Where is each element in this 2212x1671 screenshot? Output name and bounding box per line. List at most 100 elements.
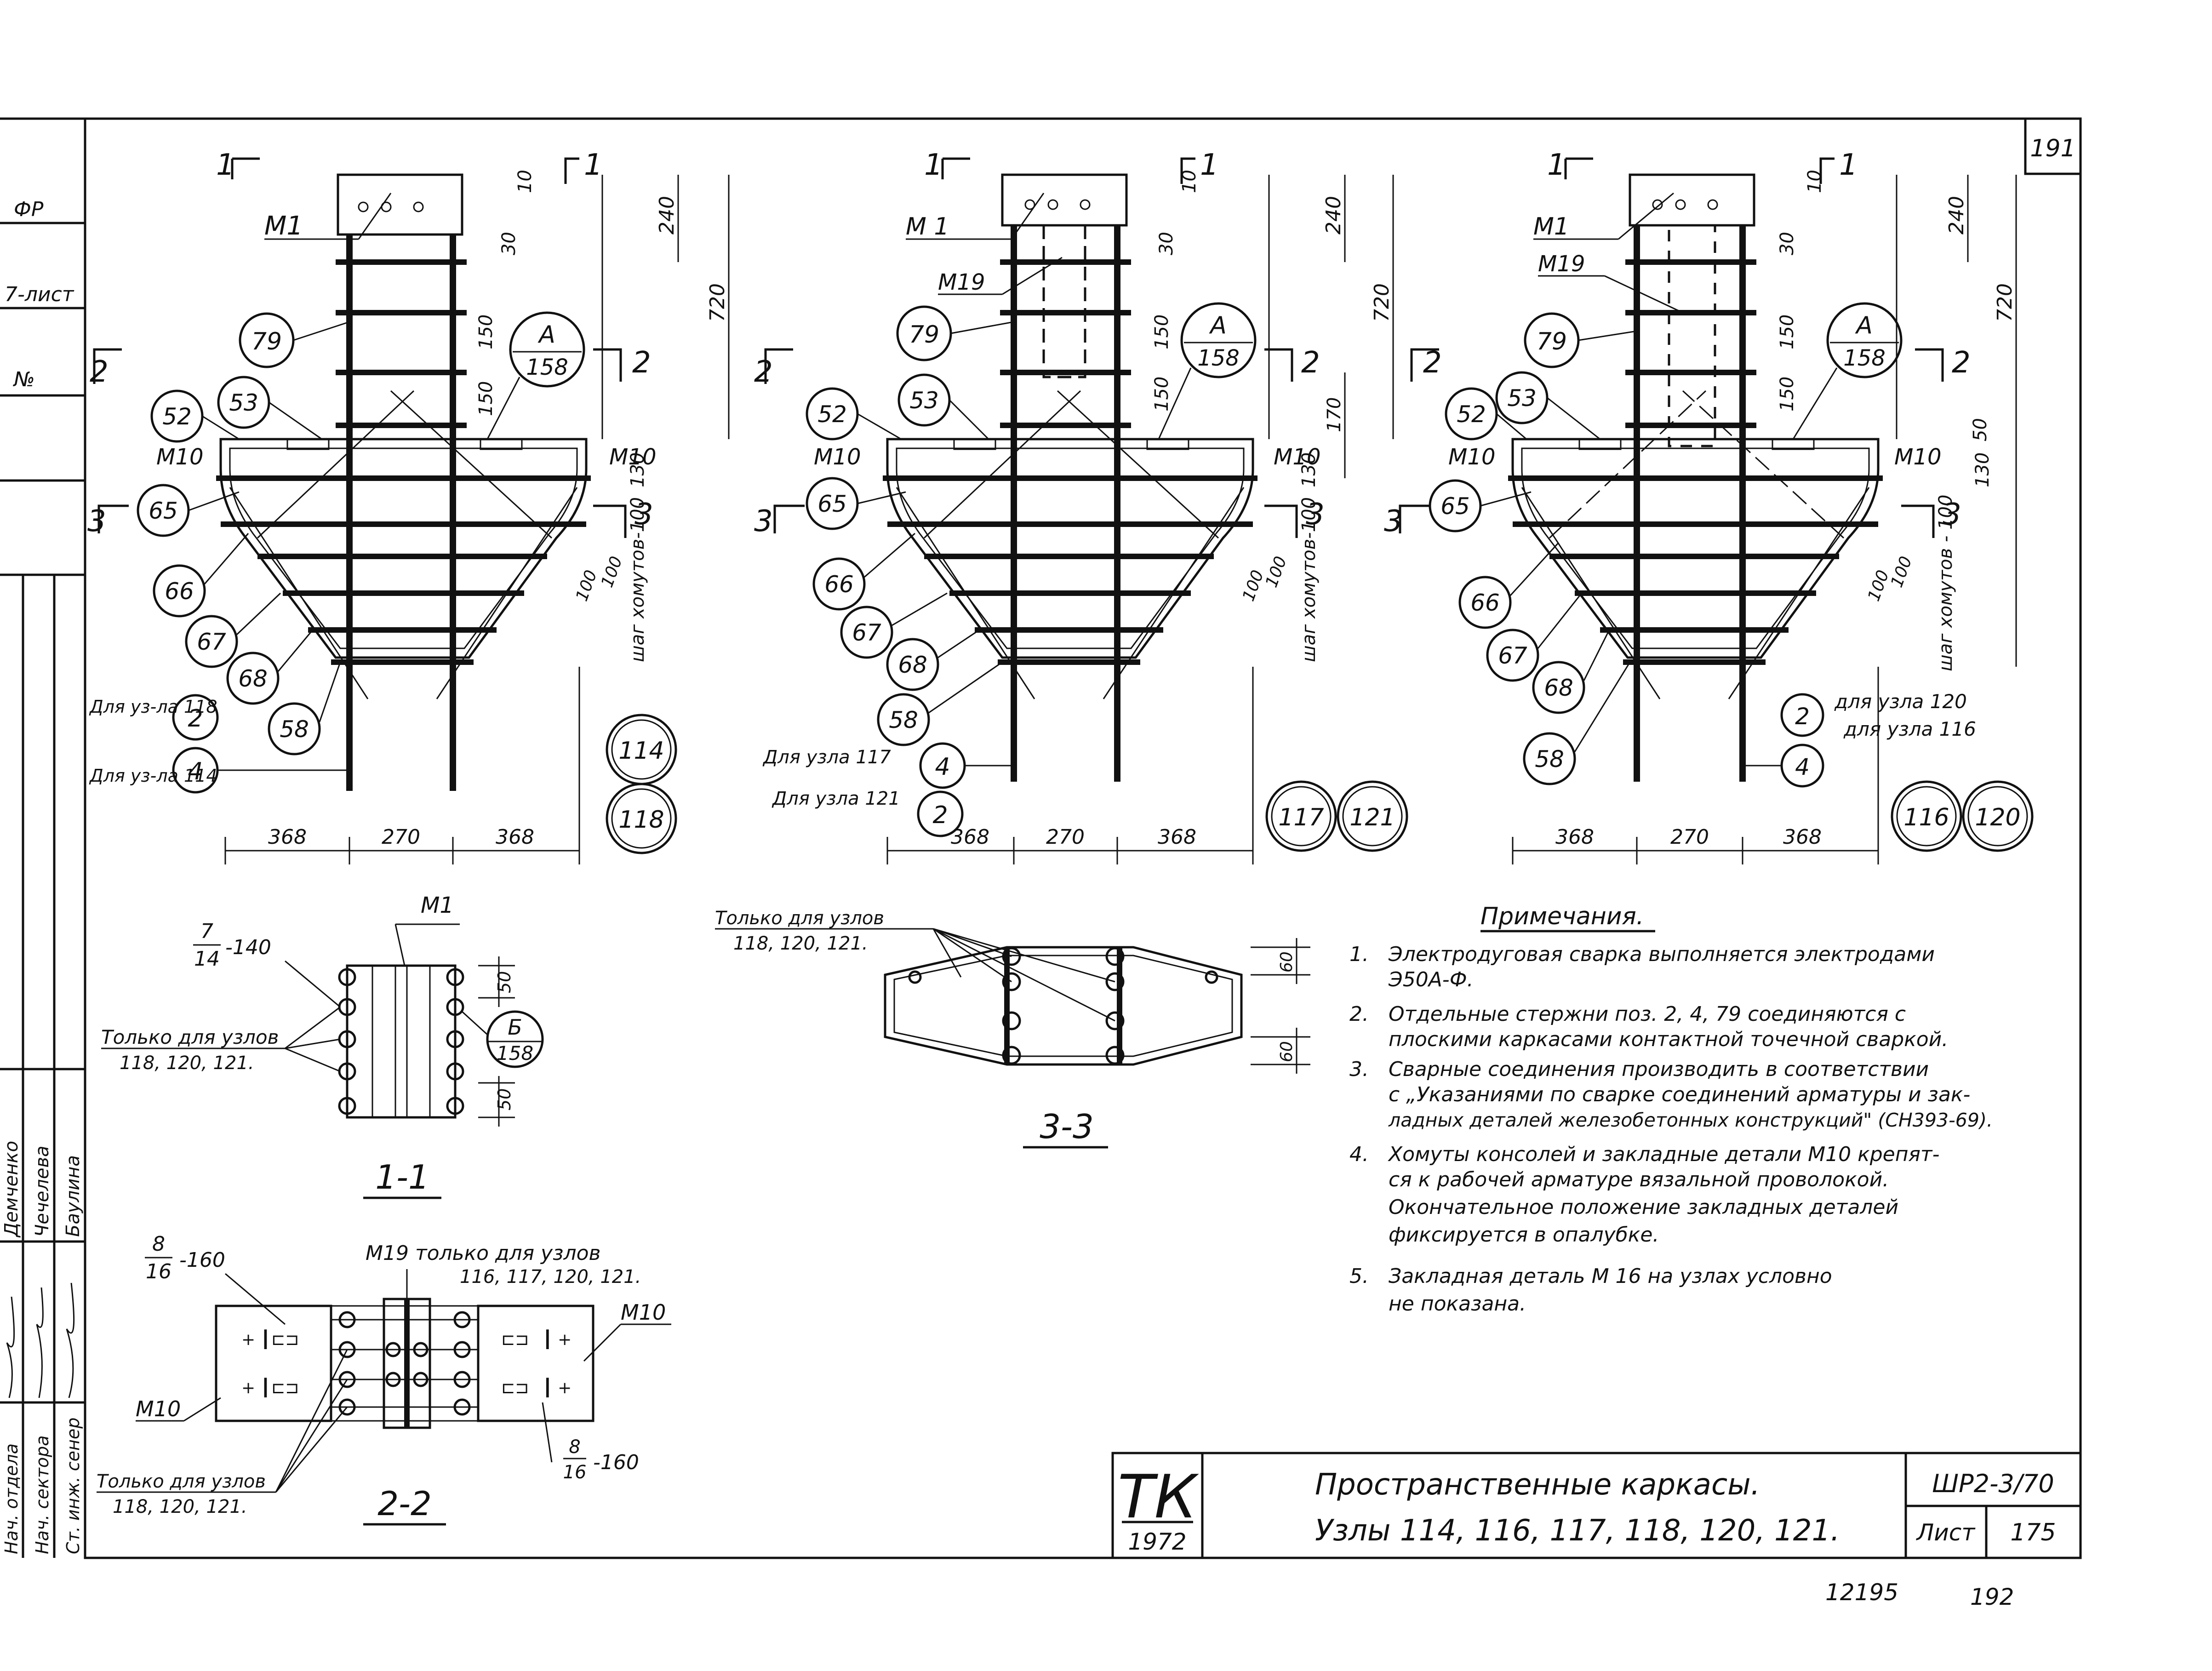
view-3-note-1-num: 2 [1780,693,1824,737]
svg-text:68: 68 [238,665,268,692]
view-3-dim-10: 10 [1804,170,1825,193]
view-1-dim-720: 720 [706,283,729,322]
note-5-num: 5. [1349,1265,1369,1288]
view-1-m10-right: M10 [609,444,657,470]
view-3-callout-79: 79 [1524,312,1637,368]
view-3-a-label: A [1855,312,1873,339]
svg-text:114: 114 [618,737,664,765]
view-2-note-1: Для узла 117 [762,747,891,768]
view-2-callout-67: 67 [840,592,948,659]
section-1-1-dim-50b: 50 [494,1088,514,1110]
note-5-line-2: не показана. [1389,1292,1526,1316]
view-3-dim-150a: 150 [1777,315,1798,349]
svg-text:66: 66 [824,571,854,598]
title-block: ТК 1972 Пространственные каркасы. Узлы 1… [1111,1452,2082,1559]
svg-text:65: 65 [817,491,847,517]
view-2-dim-130: 130 [1298,452,1320,487]
title-line-2: Узлы 114, 116, 117, 118, 120, 121. [1315,1514,1840,1548]
view-2-dim-240: 240 [1322,196,1345,235]
section-1-1-only-nodes: 118, 120, 121. [120,1053,254,1074]
section-2-2-only-for: Только для узлов [97,1471,266,1492]
svg-text:4: 4 [935,753,950,781]
title-year: 1972 [1128,1528,1186,1555]
section-1-1-frac-top: 7 [200,920,213,943]
view-2-dim-100a: 100 [1239,567,1268,604]
view-1-dim-100b: 100 [598,554,626,590]
svg-text:⊏⊐: ⊏⊐ [501,1379,529,1397]
svg-text:121: 121 [1349,804,1395,831]
view-1-note-1: Для уз-ла 118 [89,697,217,717]
notes-block: Примечания. 1. Электродуговая сварка вып… [1349,903,1993,1316]
view-2-callout-68: 68 [886,629,980,691]
view-2-dim-100b: 100 [1262,554,1291,590]
svg-text:┃ +: ┃ + [543,1378,572,1397]
svg-text:79: 79 [909,321,939,349]
note-1-num: 1. [1349,943,1369,966]
section-2-2-frac-top-left: 8 [152,1232,165,1256]
note-1-line-1: Электродуговая сварка выполняется электр… [1388,943,1935,966]
view-1-node-114: 114 [606,714,677,785]
sheet-number-box [2024,117,2082,175]
view-2-callout-58: 58 [877,661,1003,746]
view-2-mark-3-left: 3 [754,504,773,538]
view-1-m1-plate [337,173,463,236]
view-3-callout-68: 68 [1532,629,1610,714]
section-1-1-b: Б [508,1015,522,1040]
section-2-2: + ┃⊏⊐ + ┃⊏⊐ ⊏⊐┃ + ⊏⊐┃ + 8 16 -160 M19 то… [97,1232,671,1526]
svg-text:⊏⊐: ⊏⊐ [271,1379,299,1397]
view-3-dim-100b: 100 [1887,554,1916,590]
section-1-1-title: 1-1 [375,1158,429,1196]
section-2-2-m19-note: M19 только для узлов [366,1242,600,1265]
svg-text:65: 65 [1440,493,1470,520]
drawing-frame [84,117,2082,1559]
view-1-note-2: Для уз-ла 114 [89,766,217,786]
view-2-dim-720: 720 [1370,283,1394,322]
strip-role-2: Нач. сектора [32,1436,52,1555]
view-3-node-116: 116 [1891,780,1962,852]
svg-text:2: 2 [932,801,948,829]
view-3-dim-step: шаг хомутов - 100 [1935,495,1956,671]
svg-text:67: 67 [852,619,881,646]
svg-text:52: 52 [817,401,847,428]
note-2-num: 2. [1349,1002,1369,1026]
notes-title: Примечания. [1480,903,1644,930]
view-3-note-2-num: 4 [1780,744,1824,788]
view-1-dim-368a: 368 [268,825,307,849]
view-1-note-2-num: 4 [172,747,219,794]
view-1-dim-150a: 150 [475,315,497,349]
note-3-num: 3. [1349,1058,1369,1081]
svg-text:53: 53 [909,387,939,414]
view-1-dim-368b: 368 [496,825,534,849]
view-2-callout-53: 53 [897,373,989,440]
view-1-callout-79: 79 [239,312,350,368]
view-3-mark-2-right: 2 [1952,346,1971,380]
view-1-dim-10: 10 [514,170,536,193]
view-3: 1 1 2 2 3 3 M1 M19 A 158 M10 M10 79 53 5… [1384,148,2034,864]
view-2-dim-150b: 150 [1151,377,1172,412]
view-3-a-sheet: 158 [1843,345,1886,371]
view-2-dim-170: 170 [1324,397,1345,432]
svg-text:68: 68 [1544,675,1573,701]
svg-text:66: 66 [1470,589,1500,616]
signature-3 [66,1282,75,1398]
note-4-num: 4. [1349,1143,1369,1166]
view-2-m19 [1042,224,1086,378]
svg-text:⊏⊐: ⊏⊐ [271,1330,299,1349]
view-3-node-120: 120 [1962,780,2034,852]
svg-text:79: 79 [251,328,282,355]
note-4-line-3: Окончательное положение закладных детале… [1389,1196,1898,1219]
section-1-1-m1: M1 [421,893,454,918]
view-3-mark-2-left: 2 [1423,346,1442,380]
view-1-callout-66: 66 [153,533,249,618]
svg-text:65: 65 [149,498,178,524]
svg-text:68: 68 [898,652,927,678]
view-1-dim-270: 270 [382,825,420,849]
svg-text:53: 53 [229,389,258,416]
view-3-dim-150b: 150 [1777,377,1798,412]
view-1-mark-3-left: 3 [87,504,106,538]
view-3-dim-30: 30 [1777,232,1798,255]
view-3-callout-53: 53 [1495,371,1600,440]
footer-left: 12195 [1825,1579,1898,1606]
view-1-callout-68: 68 [226,629,314,705]
view-1-mark-1-right: 1 [584,148,603,182]
